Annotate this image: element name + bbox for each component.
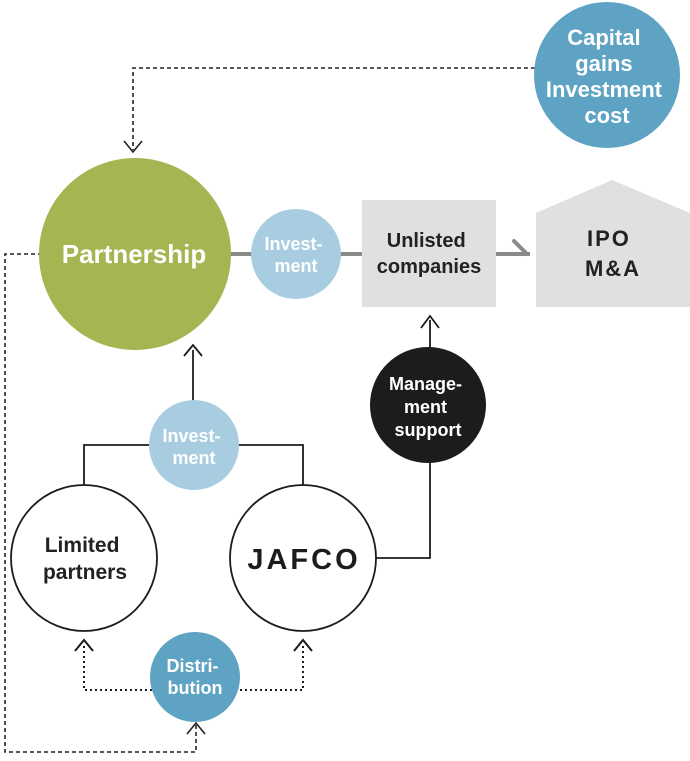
investment-top-node: Invest- ment [251, 209, 341, 299]
investment-up-arrowhead [183, 343, 203, 357]
limited-partners-label: Limited partners [43, 534, 127, 584]
investment-bottom-node: Invest- ment [149, 400, 239, 490]
exit-node: IPO M&A [536, 180, 690, 307]
jafco-node: JAFCO [229, 484, 377, 632]
exit-arrowhead [512, 239, 529, 256]
partnership-label: Partnership [62, 239, 207, 269]
unlisted-companies-node: Unlisted companies [362, 200, 496, 307]
management-support-arrowhead [420, 314, 440, 329]
limited-partners-node: Limited partners [10, 484, 158, 632]
capital-gains-node: Capital gains Investment cost [534, 2, 680, 148]
distribution-line [83, 646, 304, 691]
partnership-return-line [4, 253, 197, 753]
jafco-logo: JAFCO [247, 544, 360, 576]
management-support-node: Manage- ment support [370, 347, 486, 463]
distribution-jafco-arrowhead [293, 638, 313, 652]
distribution-label: Distri- bution [166, 656, 223, 698]
partnership-return-arrowhead [186, 721, 206, 735]
management-support-label: Manage- ment support [389, 374, 467, 440]
unlisted-companies-label: Unlisted companies [377, 230, 481, 278]
distribution-lp-arrowhead [74, 638, 94, 652]
investment-top-label: Invest- ment [264, 234, 327, 276]
partnership-node: Partnership [39, 158, 231, 350]
capital-gains-arrowhead [123, 140, 143, 154]
investment-bottom-label: Invest- ment [162, 426, 225, 468]
exit-label: IPO M&A [585, 226, 641, 281]
capital-gains-return-line [132, 67, 535, 150]
capital-gains-label: Capital gains Investment cost [546, 25, 668, 128]
distribution-node: Distri- bution [150, 632, 240, 722]
